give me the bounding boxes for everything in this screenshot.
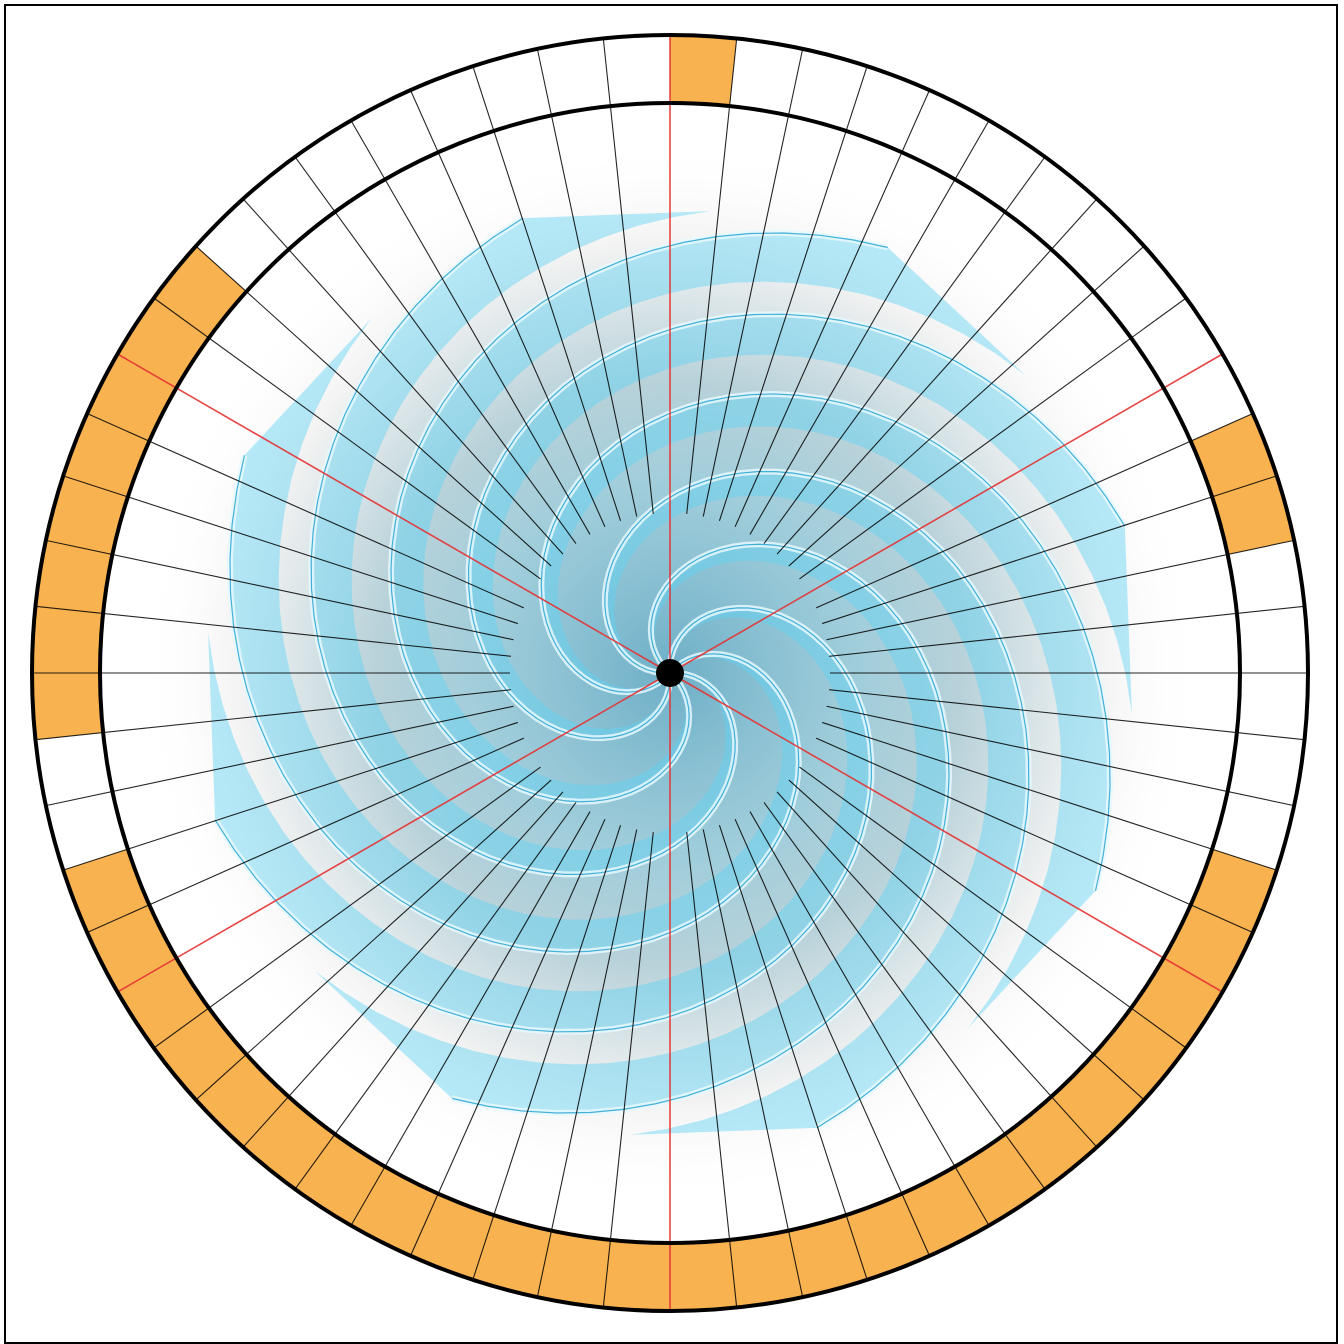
spoke-line bbox=[815, 412, 1254, 609]
spoke-line bbox=[472, 66, 622, 522]
ring-segment-highlight bbox=[351, 1166, 439, 1256]
spoke-line bbox=[536, 48, 638, 517]
spoke-line bbox=[86, 412, 525, 609]
spoke-line bbox=[702, 48, 804, 517]
spoke-line bbox=[788, 779, 1145, 1101]
outer-circle bbox=[30, 33, 1310, 1313]
spoke-line bbox=[536, 829, 638, 1298]
inner-circle bbox=[98, 101, 1242, 1245]
ring-segment-highlight bbox=[846, 1193, 930, 1280]
spiral-arm bbox=[311, 211, 736, 875]
outer-ring-segments bbox=[32, 35, 1295, 1311]
ring-segment-highlight bbox=[45, 475, 128, 555]
spiral-arm-edge bbox=[390, 232, 888, 803]
spoke-line bbox=[195, 779, 552, 1101]
spoke-line bbox=[242, 791, 564, 1148]
ring-segment-highlight bbox=[670, 1239, 737, 1311]
spoke-line bbox=[350, 120, 591, 535]
red-divider-line bbox=[669, 353, 1223, 674]
ring-segment-highlight bbox=[1190, 849, 1277, 933]
spoke-line bbox=[763, 802, 1046, 1190]
ring-segment-highlight bbox=[670, 35, 737, 107]
spoke-line bbox=[776, 198, 1098, 555]
spoke-line bbox=[409, 89, 606, 528]
ring-segment-highlight bbox=[410, 1193, 494, 1280]
ring-segment-highlight bbox=[32, 673, 104, 740]
red-divider-line bbox=[117, 353, 671, 674]
ring-segment-highlight bbox=[603, 1239, 670, 1311]
spiral-arm bbox=[604, 471, 1029, 1135]
spiral-arm bbox=[208, 607, 872, 1032]
spoke-line bbox=[826, 539, 1295, 641]
spoke-line bbox=[829, 689, 1305, 741]
spoke-line bbox=[45, 539, 514, 641]
spoke-line bbox=[799, 766, 1187, 1049]
spoke-line bbox=[799, 297, 1187, 580]
ring-segment-highlight bbox=[537, 1230, 611, 1308]
ring-segment-highlight bbox=[1190, 413, 1277, 497]
spoke-line bbox=[829, 605, 1305, 657]
spoke-line bbox=[826, 705, 1295, 807]
spoke-line bbox=[63, 721, 519, 871]
spoke-line bbox=[350, 811, 591, 1226]
spoke-line bbox=[602, 832, 654, 1308]
ring-segment-highlight bbox=[63, 849, 150, 933]
spoke-line bbox=[763, 156, 1046, 544]
center-dot bbox=[656, 659, 684, 687]
spoke-line bbox=[472, 824, 622, 1280]
spoke-line bbox=[749, 811, 990, 1226]
spoke-line bbox=[815, 737, 1254, 934]
spoke-line bbox=[153, 297, 541, 580]
spoke-line bbox=[821, 721, 1277, 871]
spoke-line bbox=[195, 245, 552, 567]
spoke-line bbox=[86, 737, 525, 934]
radial-spokes bbox=[32, 35, 1308, 1311]
ring-segment-highlight bbox=[729, 1230, 803, 1308]
spoke-line bbox=[749, 120, 990, 535]
ring-segment-highlight bbox=[63, 413, 150, 497]
ring-segment-highlight bbox=[1212, 475, 1295, 555]
spoke-line bbox=[35, 689, 511, 741]
red-divider-line bbox=[669, 672, 1223, 993]
spoke-line bbox=[734, 818, 931, 1257]
spoke-line bbox=[45, 705, 514, 807]
spoke-line bbox=[821, 475, 1277, 625]
spoke-line bbox=[702, 829, 804, 1298]
spoke-line bbox=[788, 245, 1145, 567]
ring-segment-highlight bbox=[35, 540, 113, 614]
ring-circles bbox=[30, 33, 1310, 1313]
spiral-arm bbox=[468, 314, 1132, 739]
spoke-line bbox=[602, 38, 654, 514]
ring-segment-highlight bbox=[472, 1215, 552, 1298]
spoke-line bbox=[734, 89, 931, 528]
spoke-line bbox=[153, 766, 541, 1049]
spiral-arm-edge bbox=[229, 455, 800, 953]
spoke-line bbox=[294, 156, 577, 544]
spoke-line bbox=[686, 38, 738, 514]
spoke-line bbox=[294, 802, 577, 1190]
spoke-line bbox=[686, 832, 738, 1308]
ring-segment-highlight bbox=[901, 1166, 989, 1256]
spoke-line bbox=[718, 824, 868, 1280]
spoke-line bbox=[35, 605, 511, 657]
spiral-arm-edge bbox=[452, 543, 950, 1114]
red-divider-line bbox=[117, 672, 671, 993]
ring-segment-highlight bbox=[788, 1215, 868, 1298]
spoke-line bbox=[242, 198, 564, 555]
spoke-line bbox=[718, 66, 868, 522]
spiral-arm-edge bbox=[540, 393, 1111, 891]
spoke-line bbox=[776, 791, 1098, 1148]
ring-segment-highlight bbox=[32, 606, 104, 673]
spoke-line bbox=[409, 818, 606, 1257]
spoke-line bbox=[63, 475, 519, 625]
